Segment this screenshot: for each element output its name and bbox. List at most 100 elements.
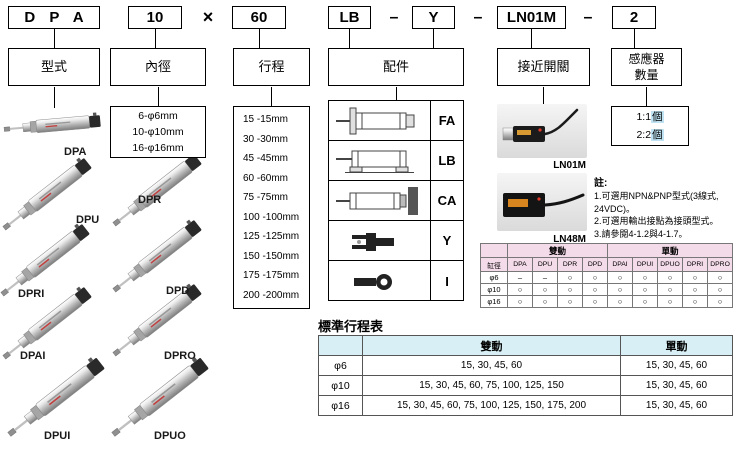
compat-model-header: DPU xyxy=(532,257,558,272)
compat-corner-cell xyxy=(480,243,508,258)
compat-model-header: DPD xyxy=(581,257,609,272)
cylinder-label-dpai: DPAI xyxy=(20,350,46,362)
compat-bore-header: 缸徑 xyxy=(480,257,508,272)
proximity-switch-icon xyxy=(502,108,579,142)
label-bore-text: 內徑 xyxy=(144,59,171,74)
note-line: 2.可選用輸出接點為接頭型式。 xyxy=(594,216,719,226)
compat-mark: ○ xyxy=(707,283,734,296)
code-model-box: D P A xyxy=(8,6,100,29)
code-stroke-box: 60 xyxy=(232,6,286,29)
connector-line xyxy=(54,29,55,48)
connector-line xyxy=(634,29,635,48)
sensor-qty-unit: 個 xyxy=(651,111,664,123)
accessory-row-y: Y xyxy=(329,221,463,261)
stroke-bore-cell: φ6 xyxy=(318,355,363,376)
compat-model-header: DPA xyxy=(507,257,533,272)
switch-label-ln01m: LN01M xyxy=(553,160,586,171)
cylinder-label-dpui: DPUI xyxy=(44,430,71,442)
compat-mark: ○ xyxy=(607,271,634,284)
code-dash-1: – xyxy=(389,8,399,26)
note-line: 3.請參閱4-1.2與4-1.7。 xyxy=(594,228,688,239)
accessory-row-ca: CA xyxy=(329,181,463,221)
stroke-option: 100 -100mm xyxy=(243,211,300,223)
compat-mark: ○ xyxy=(657,271,684,284)
connector-line xyxy=(349,29,350,48)
compat-mark: ○ xyxy=(632,271,659,284)
compat-mark: ○ xyxy=(632,283,659,296)
sensor-qty-option: 2:2個 xyxy=(612,126,688,144)
connector-line xyxy=(646,87,647,106)
connector-line xyxy=(54,87,55,108)
label-switch: 接近開關 xyxy=(497,48,590,86)
y-joint-drawing-icon xyxy=(329,221,430,260)
stroke-option: 75 -75mm xyxy=(243,192,289,203)
cylinder-label-dpa: DPA xyxy=(64,146,87,158)
stroke-table-title: 標準行程表 xyxy=(318,319,384,334)
stroke-bore-cell: φ16 xyxy=(318,395,363,416)
notes-block: 註: 1.可選用NPN&PNP型式(3線式, 24VDC)。 2.可選用輸出接點… xyxy=(594,174,732,240)
compat-model-header: DPR xyxy=(557,257,583,272)
bore-options-box: 6-φ6mm 10-φ10mm 16-φ16mm xyxy=(110,106,206,158)
cylinder-label-dpro: DPRO xyxy=(164,350,196,362)
compat-mark: ○ xyxy=(557,271,583,284)
connector-line xyxy=(531,29,532,48)
compat-mark: ○ xyxy=(581,283,609,296)
connector-line xyxy=(433,29,434,48)
compat-mark: ○ xyxy=(632,295,659,308)
compat-mark: ○ xyxy=(557,283,583,296)
foot-mount-drawing-icon xyxy=(329,141,430,180)
sensor-qty-value: 1:1 xyxy=(636,111,652,123)
connector-line xyxy=(158,87,159,106)
accessory-code: I xyxy=(430,261,463,301)
label-stroke: 行程 xyxy=(233,48,310,86)
bore-option: 16-φ16mm xyxy=(132,142,184,154)
i-joint-drawing-icon xyxy=(329,261,430,301)
connector-line xyxy=(396,87,397,100)
bore-option: 10-φ10mm xyxy=(132,126,184,138)
stroke-option: 60 -60mm xyxy=(243,172,289,184)
accessory-table: FA LB CA xyxy=(328,100,464,301)
cylinder-label-dpd: DPD xyxy=(166,285,190,297)
label-sensor-line1: 感應器 xyxy=(628,52,665,66)
compat-mark: ○ xyxy=(581,271,609,284)
compat-mark: – xyxy=(532,271,558,284)
stroke-values-single: 15, 30, 45, 60 xyxy=(620,395,733,416)
label-accessory-text: 配件 xyxy=(382,59,409,74)
compatibility-table: 雙動 單動 缸徑 DPA DPU DPR DPD DPAI DPUI DPUO … xyxy=(480,243,734,308)
connector-line xyxy=(155,29,156,48)
connector-line xyxy=(259,29,260,48)
compat-mark: – xyxy=(507,271,533,284)
compat-mark: ○ xyxy=(581,295,609,308)
switch-photo-ln01m xyxy=(497,104,587,158)
code-rodend-box: Y xyxy=(412,6,455,29)
stroke-option: 125 -125mm xyxy=(243,231,300,242)
code-dash-3: – xyxy=(583,8,593,26)
compat-bore-cell: φ10 xyxy=(480,283,508,296)
stroke-values-double: 15, 30, 45, 60, 75, 100, 125, 150, 175, … xyxy=(362,395,621,416)
stroke-values-double: 15, 30, 45, 60 xyxy=(362,355,621,376)
compat-model-header: DPRI xyxy=(682,257,709,272)
proximity-switch-icon xyxy=(503,193,585,217)
stroke-values-single: 15, 30, 45, 60 xyxy=(620,375,733,396)
switch-label-ln48m: LN48M xyxy=(553,234,586,245)
label-stroke-text: 行程 xyxy=(258,59,285,74)
compat-mark: ○ xyxy=(532,295,558,308)
clevis-mount-drawing-icon xyxy=(329,181,430,220)
stroke-bore-cell: φ10 xyxy=(318,375,363,396)
accessory-code: LB xyxy=(430,141,463,180)
compat-group-double: 雙動 xyxy=(506,243,609,258)
stroke-option: 200 -200mm xyxy=(243,289,300,301)
compat-mark: ○ xyxy=(707,271,734,284)
label-sensor-qty: 感應器 數量 xyxy=(611,48,682,86)
label-accessory: 配件 xyxy=(328,48,464,86)
code-qty-box: 2 xyxy=(612,6,656,29)
accessory-row-i: I xyxy=(329,261,463,301)
stroke-corner-cell xyxy=(318,335,363,356)
code-bore-box: 10 xyxy=(128,6,182,29)
sensor-qty-unit: 個 xyxy=(651,129,664,141)
cylinder-label-dpri: DPRI xyxy=(18,288,45,300)
compat-mark: ○ xyxy=(507,283,533,296)
compat-model-header: DPUO xyxy=(657,257,684,272)
switch-photo-ln48m xyxy=(497,173,587,231)
